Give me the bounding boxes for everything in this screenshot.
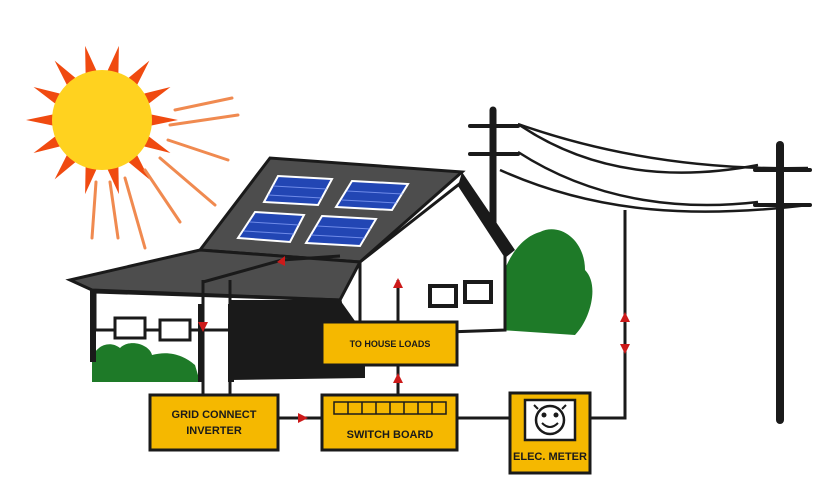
bushes xyxy=(92,229,593,382)
meter-box: ELEC. METER xyxy=(508,391,592,475)
sun-ray xyxy=(33,135,62,153)
inverter-label-line1: GRID CONNECT xyxy=(172,409,257,421)
arrow-icon xyxy=(393,373,403,383)
sun-ray xyxy=(142,87,171,105)
sun-ray xyxy=(106,165,119,195)
sun-ray xyxy=(127,60,150,87)
sun-ray xyxy=(142,135,171,153)
switch-row-icon xyxy=(333,401,447,415)
arrow-icon xyxy=(393,278,403,288)
solar-panel-icon xyxy=(236,174,410,248)
sun-ray xyxy=(85,45,98,75)
meter-label: ELEC. METER xyxy=(513,451,587,463)
inverter-box: GRID CONNECT INVERTER xyxy=(148,393,280,452)
arrow-icon xyxy=(298,413,308,423)
arrow-icon xyxy=(620,344,630,354)
switch-board-label: SWITCH BOARD xyxy=(347,429,434,441)
sun-ray xyxy=(54,60,77,87)
house-loads-label: TO HOUSE LOADS xyxy=(350,339,431,349)
sun-ray xyxy=(106,45,119,75)
arrow-icon xyxy=(277,256,285,266)
house-loads-box: TO HOUSE LOADS xyxy=(320,320,459,367)
flow-arrows xyxy=(198,256,630,423)
meter-face-icon xyxy=(533,404,567,436)
sun-ray xyxy=(54,153,77,180)
inverter-label-line2: INVERTER xyxy=(186,425,242,437)
arrow-icon xyxy=(620,312,630,322)
sun-ray xyxy=(127,153,150,180)
arrow-icon xyxy=(198,322,208,332)
sun-ray xyxy=(149,114,178,126)
sun-ray xyxy=(33,87,62,105)
solar-panel xyxy=(304,214,378,248)
solar-panel xyxy=(236,210,306,244)
power-lines xyxy=(499,122,809,213)
sun-icon xyxy=(26,45,240,250)
utility-pole-icon xyxy=(468,106,812,424)
switch-board-box: SWITCH BOARD xyxy=(320,393,459,452)
sun-ray xyxy=(85,165,98,195)
sun-ray xyxy=(26,114,55,126)
